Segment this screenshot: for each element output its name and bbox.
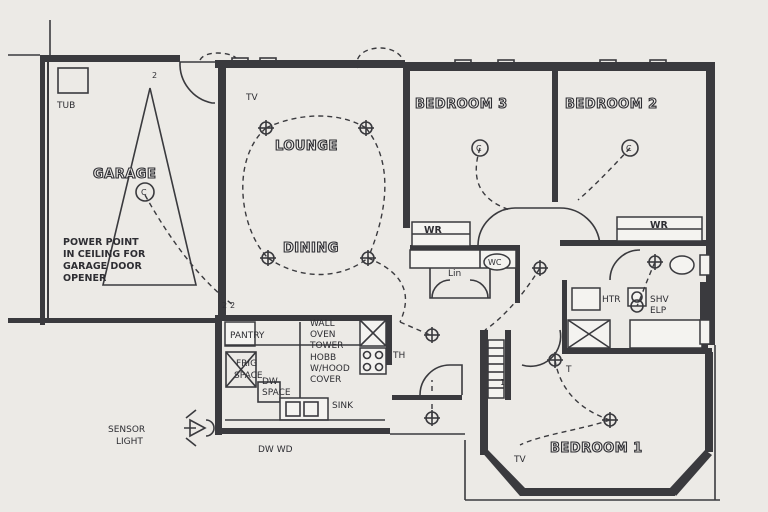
ceiling-light-icon: [630, 299, 644, 313]
wr-label-2: WR: [650, 220, 668, 231]
bedroom3-label: BEDROOM 3: [415, 97, 508, 112]
power-point-line4: OPENER: [63, 273, 107, 284]
wiring: [144, 115, 656, 446]
stair-hatch: [488, 347, 504, 389]
room-labels: GARAGE LOUNGE DINING BEDROOM 3 BEDROOM 2…: [92, 96, 658, 456]
dim-one-a: 1: [500, 378, 505, 387]
ceiling-light-icon: [547, 352, 563, 368]
walls: [8, 55, 715, 496]
power-point-line2: IN CEILING FOR: [63, 249, 146, 260]
pantry-label: PANTRY: [230, 331, 265, 341]
wall-oven-line3: TOWER: [309, 341, 343, 351]
ceiling-light-icon: [258, 120, 274, 136]
fridge-label-2: SPACE: [234, 371, 263, 381]
ceiling-lights: C C C: [135, 120, 663, 428]
sensor-label-1: SENSOR: [108, 425, 145, 435]
ceiling-light-icon: C: [471, 139, 489, 157]
ceiling-light-icon: C: [135, 182, 155, 202]
ceiling-light-icon: [532, 260, 548, 276]
tv-lounge-label: TV: [245, 93, 258, 103]
ceiling-light-icon: [424, 327, 440, 343]
dim-two-a: 2: [152, 71, 157, 80]
lounge-label: LOUNGE: [275, 139, 338, 154]
annotations: TUB TV TV POWER POINT IN CEILING FOR GAR…: [56, 71, 669, 465]
wall-oven-line1: WALL: [310, 319, 335, 329]
hob-line1: HOBB: [310, 353, 336, 363]
hob-line3: COVER: [310, 375, 341, 385]
dw-label-2: SPACE: [262, 388, 291, 398]
linen-label: Lin: [448, 269, 461, 279]
ceiling-light-icon: [358, 120, 374, 136]
details: [8, 20, 720, 501]
shv-label-1: SHV: [650, 295, 669, 305]
window-marks: [231, 57, 667, 65]
t-mark: T: [565, 365, 572, 375]
bedroom1-label: BEDROOM 1: [550, 441, 643, 456]
shv-label-2: ELP: [650, 306, 667, 316]
sensor-label-2: LIGHT: [116, 437, 143, 447]
wr-label-1: WR: [424, 225, 442, 236]
ceiling-light-icon: [647, 254, 663, 270]
tv-bed1-label: TV: [513, 455, 526, 465]
ceiling-light-icon: C: [621, 139, 639, 157]
hob-line2: W/HOOD: [310, 364, 350, 374]
power-point-line1: POWER POINT: [63, 237, 139, 248]
bedroom2-label: BEDROOM 2: [565, 97, 658, 112]
svg-text:C: C: [476, 144, 482, 153]
ceiling-light-icon: [260, 250, 276, 266]
ceiling-light-icon: [602, 412, 618, 428]
ceiling-light-icon: [360, 250, 376, 266]
tub-label: TUB: [56, 101, 75, 111]
th-label: TH: [392, 351, 405, 361]
dim-two-b: 2: [230, 301, 235, 310]
dining-label: DINING: [283, 241, 339, 256]
dw-wd-label: DW WD: [258, 445, 293, 455]
svg-text:C: C: [626, 144, 632, 153]
wall-oven-line2: OVEN: [310, 330, 336, 340]
dw-label-1: DW: [262, 377, 278, 387]
svg-text:C: C: [141, 188, 147, 197]
fridge-label-1: FRIG: [236, 359, 257, 369]
power-point-line3: GARAGE DOOR: [63, 261, 142, 272]
sensor-light-icon: [184, 409, 215, 447]
ceiling-light-icon: [424, 410, 440, 426]
sink-label: SINK: [332, 401, 354, 411]
dim-two-c: 2: [222, 301, 227, 310]
wc-label: WC: [488, 258, 502, 267]
htr-label: HTR: [602, 295, 621, 305]
garage-label: GARAGE: [93, 167, 156, 182]
